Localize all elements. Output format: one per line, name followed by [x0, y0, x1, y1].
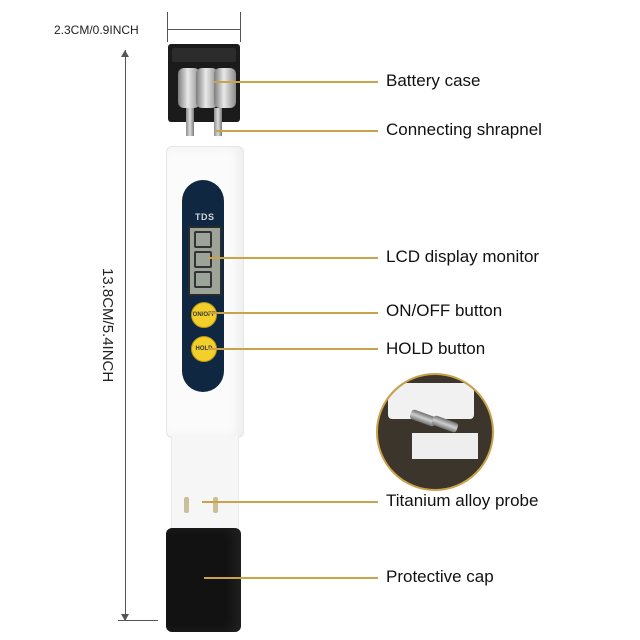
battery-cell-2: [196, 68, 218, 108]
shrapnel-prong-right: [214, 108, 222, 136]
height-dim-bottom-arrow: [121, 614, 129, 621]
width-dim-right-tick: [240, 12, 241, 42]
height-dim-top-arrow: [121, 50, 129, 57]
hold-button-label: HOLD: [195, 346, 213, 352]
leader-lcd-display: [208, 257, 378, 259]
width-dim-left-tick: [167, 12, 168, 42]
label-lcd-display-monitor: LCD display monitor: [386, 247, 540, 266]
leader-connecting-shrapnel: [216, 130, 378, 132]
probe-detail-inset: [376, 373, 494, 491]
lcd-digit-2: [194, 251, 212, 268]
battery-case: [168, 44, 240, 122]
probe-pin-left: [184, 497, 189, 513]
width-dimension-label: 2.3CM/0.9INCH: [54, 23, 139, 37]
probe-housing: [171, 436, 239, 532]
brand-label: TDS: [195, 212, 215, 222]
on-off-button-label: ON/OFF: [192, 312, 216, 318]
leader-on-off-button: [208, 312, 378, 314]
label-on-off-button: ON/OFF button: [386, 301, 503, 320]
leader-titanium-probe: [202, 501, 378, 503]
height-dimension-label: 13.8CM/5.4INCH: [99, 268, 116, 383]
label-hold-button: HOLD button: [386, 339, 486, 358]
shrapnel-prong-left: [186, 108, 194, 136]
battery-cell-3: [214, 68, 236, 108]
label-connecting-shrapnel: Connecting shrapnel: [386, 120, 542, 139]
on-off-button[interactable]: ON/OFF: [191, 302, 217, 328]
leader-hold-button: [208, 348, 378, 350]
lcd-digit-1: [194, 231, 212, 248]
protective-cap: [166, 528, 241, 632]
label-protective-cap: Protective cap: [386, 567, 494, 586]
battery-case-top: [172, 48, 236, 62]
label-battery-case: Battery case: [386, 71, 481, 90]
inset-base-plate: [412, 433, 478, 459]
width-dim-line: [167, 29, 240, 30]
inset-housing: [388, 383, 474, 419]
probe-pin-right: [213, 497, 218, 513]
height-dim-bottom-tick: [118, 620, 158, 621]
lcd-display: [188, 226, 222, 296]
leader-battery-case: [214, 81, 378, 83]
lcd-digit-3: [194, 271, 212, 288]
battery-cell-1: [178, 68, 200, 108]
label-titanium-alloy-probe: Titanium alloy probe: [386, 491, 539, 510]
leader-protective-cap: [204, 577, 378, 579]
height-dim-line: [125, 50, 126, 620]
